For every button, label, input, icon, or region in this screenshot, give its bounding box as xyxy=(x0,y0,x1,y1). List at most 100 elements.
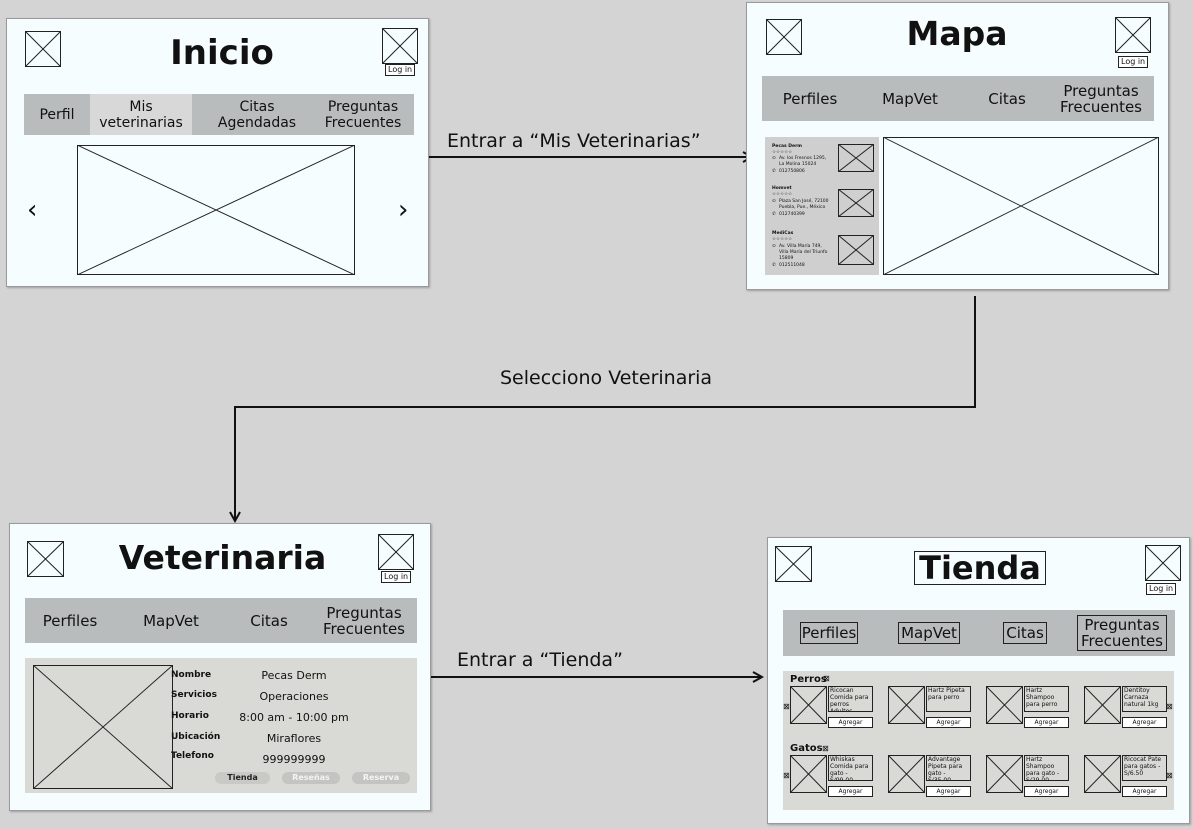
user-avatar-placeholder[interactable] xyxy=(382,28,418,64)
clinic-stars: ☆☆☆☆☆ xyxy=(772,237,793,242)
nav-mapvet[interactable]: MapVet xyxy=(882,89,938,108)
field-value-horario: 8:00 am - 10:00 pm xyxy=(239,711,349,724)
add-to-cart-button[interactable]: Agregar xyxy=(828,717,873,728)
add-to-cart-button[interactable]: Agregar xyxy=(926,717,971,728)
product-image-placeholder xyxy=(986,755,1023,793)
clinic-name: MediCas xyxy=(772,231,794,236)
add-to-cart-button[interactable]: Agregar xyxy=(828,786,873,797)
nav-bar: Perfiles MapVet Citas Preguntas Frecuent… xyxy=(25,598,417,643)
add-to-cart-button[interactable]: Agregar xyxy=(926,786,971,797)
clinic-address: Av. los Fresnos 1295, xyxy=(779,156,827,161)
checkbox-icon: ⊠ xyxy=(822,744,829,753)
nav-perfiles[interactable]: Perfiles xyxy=(800,622,858,644)
reserva-button[interactable]: Reserva xyxy=(352,772,410,784)
nav-mis-veterinarias[interactable]: Mis veterinarias xyxy=(90,94,192,135)
nav-bar: Perfil Mis veterinarias Citas Agendadas … xyxy=(24,94,414,135)
logo-image-placeholder xyxy=(766,19,802,55)
product-image-placeholder xyxy=(790,686,827,724)
product-panel: Perros ⊠ Gatos ⊠ ⊠ ⊠ ⊠ ⊠ Ricocan Comida … xyxy=(783,671,1174,810)
carousel-prev-icon[interactable]: ‹ xyxy=(27,195,38,225)
resenas-button[interactable]: Reseñas xyxy=(282,772,340,784)
login-button[interactable]: Log in xyxy=(1118,56,1149,68)
carousel-next-icon[interactable]: ⊠ xyxy=(1166,702,1173,711)
product-card: Hartz Pipeta para perro Agregar xyxy=(888,686,980,731)
phone-icon: ✆ xyxy=(772,212,776,217)
nav-perfiles[interactable]: Perfiles xyxy=(782,89,838,108)
field-value-servicios: Operaciones xyxy=(259,690,329,703)
product-card: Advantage Pipeta para gato - S/35.00 Agr… xyxy=(888,755,980,800)
product-description: Ricocat Pate para gatos - S/6.50 xyxy=(1122,755,1167,781)
clinic-card[interactable]: Homvet ☆☆☆☆☆ ⊙ Plaza San José, 72100 Pue… xyxy=(765,182,879,227)
carousel-next-icon[interactable]: ⊠ xyxy=(1166,771,1173,780)
login-button[interactable]: Log in xyxy=(385,64,416,76)
field-value-ubicacion: Miraflores xyxy=(266,732,322,745)
arrow-label-selecciono: Selecciono Veterinaria xyxy=(500,367,713,389)
field-label-horario: Horario xyxy=(171,711,209,721)
user-avatar-placeholder[interactable] xyxy=(1115,17,1151,53)
product-description: Advantage Pipeta para gato - S/35.00 xyxy=(926,755,971,781)
clinic-address: La Molina 15024 xyxy=(779,162,817,167)
product-description: Dentitoy Carnaza natural 1kg xyxy=(1122,686,1167,712)
user-avatar-placeholder[interactable] xyxy=(378,534,414,570)
nav-perfil[interactable]: Perfil xyxy=(39,106,75,123)
vet-detail-panel: Nombre Pecas Derm Servicios Operaciones … xyxy=(25,658,417,793)
add-to-cart-button[interactable]: Agregar xyxy=(1122,717,1167,728)
product-image-placeholder xyxy=(1084,755,1121,793)
arrow-mapa-to-veterinaria xyxy=(235,296,976,521)
page-title: Veterinaria xyxy=(118,538,327,577)
arrow-label-mis-veterinarias: Entrar a “Mis Veterinarias” xyxy=(447,130,701,152)
clinic-card[interactable]: Pecas Derm ☆☆☆☆☆ ⊙ Av. los Fresnos 1295,… xyxy=(765,137,879,182)
inicio-screen: Inicio Log in Perfil Mis veterinarias Ci… xyxy=(6,18,429,287)
location-pin-icon: ⊙ xyxy=(772,244,776,249)
nav-citas[interactable]: Citas xyxy=(1003,622,1047,644)
nav-perfiles[interactable]: Perfiles xyxy=(42,611,98,630)
product-card: Whiskas Comida para gato - S/99.00 Agreg… xyxy=(790,755,882,800)
clinic-list-panel: Pecas Derm ☆☆☆☆☆ ⊙ Av. los Fresnos 1295,… xyxy=(765,137,879,275)
nav-preguntas-frecuentes[interactable]: Preguntas Frecuentes xyxy=(1059,81,1143,116)
nav-citas-agendadas[interactable]: Citas Agendadas xyxy=(217,98,297,131)
clinic-image-placeholder xyxy=(838,144,874,172)
location-pin-icon: ⊙ xyxy=(772,199,776,204)
product-card: Hartz Shampoo para gato - S/29.00 Agrega… xyxy=(986,755,1078,800)
mapa-screen: Mapa Log in Perfiles MapVet Citas Pregun… xyxy=(746,2,1169,290)
user-avatar-placeholder[interactable] xyxy=(1145,545,1181,581)
field-label-ubicacion: Ubicación xyxy=(171,732,221,742)
product-image-placeholder xyxy=(888,686,925,724)
veterinaria-screen: Veterinaria Log in Perfiles MapVet Citas… xyxy=(9,523,431,811)
clinic-address: Av. Villa María 749, xyxy=(779,244,822,249)
carousel-next-icon[interactable]: › xyxy=(398,195,409,225)
login-button[interactable]: Log in xyxy=(381,571,412,583)
clinic-card[interactable]: MediCas ☆☆☆☆☆ ⊙ Av. Villa María 749, Vil… xyxy=(765,227,879,275)
nav-citas[interactable]: Citas xyxy=(988,89,1026,108)
tienda-button[interactable]: Tienda xyxy=(215,772,270,784)
carousel-prev-icon[interactable]: ⊠ xyxy=(783,771,790,780)
nav-preguntas-frecuentes[interactable]: Preguntas Frecuentes xyxy=(324,98,402,131)
page-title: Tienda xyxy=(914,551,1046,585)
product-image-placeholder xyxy=(986,686,1023,724)
carousel-prev-icon[interactable]: ⊠ xyxy=(783,702,790,711)
clinic-address: Puebla, Pue., México xyxy=(779,205,826,210)
nav-mapvet[interactable]: MapVet xyxy=(143,611,199,630)
field-label-nombre: Nombre xyxy=(171,670,212,680)
logo-image-placeholder xyxy=(27,541,64,577)
field-value-nombre: Pecas Derm xyxy=(261,669,327,682)
clinic-address: Villa María del Triunfo xyxy=(779,250,828,255)
page-title: Inicio xyxy=(170,33,274,73)
product-description: Whiskas Comida para gato - S/99.00 xyxy=(828,755,873,781)
map-placeholder[interactable] xyxy=(883,137,1159,275)
product-card: Ricocan Comida para perros Adultos Agreg… xyxy=(790,686,882,731)
product-image-placeholder xyxy=(790,755,827,793)
product-image-placeholder xyxy=(1084,686,1121,724)
logo-image-placeholder xyxy=(775,546,812,582)
product-card: Dentitoy Carnaza natural 1kg Agregar xyxy=(1084,686,1176,731)
login-button[interactable]: Log in xyxy=(1146,583,1177,595)
add-to-cart-button[interactable]: Agregar xyxy=(1024,786,1069,797)
nav-mapvet[interactable]: MapVet xyxy=(898,622,960,644)
add-to-cart-button[interactable]: Agregar xyxy=(1024,717,1069,728)
nav-citas[interactable]: Citas xyxy=(250,611,288,630)
product-description: Ricocan Comida para perros Adultos xyxy=(828,686,873,712)
product-description: Hartz Shampoo para gato - S/29.00 xyxy=(1024,755,1069,781)
nav-preguntas-frecuentes[interactable]: Preguntas Frecuentes xyxy=(322,603,406,638)
add-to-cart-button[interactable]: Agregar xyxy=(1122,786,1167,797)
nav-preguntas-frecuentes[interactable]: Preguntas Frecuentes xyxy=(1077,615,1167,651)
